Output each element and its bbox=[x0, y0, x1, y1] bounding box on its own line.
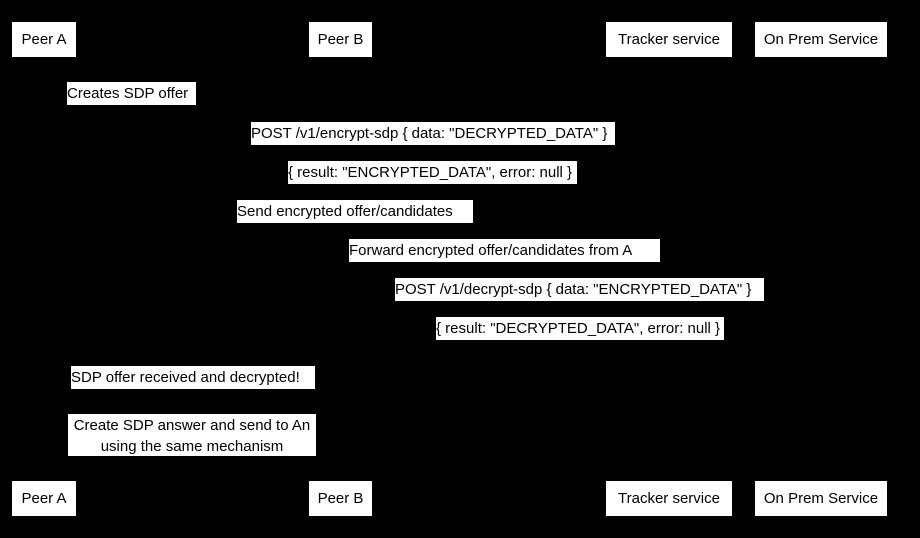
participant-label-on-prem-top: On Prem Service bbox=[763, 31, 879, 48]
participant-label-on-prem-bottom: On Prem Service bbox=[763, 490, 879, 507]
participant-label-peer-b-bottom: Peer B bbox=[317, 490, 364, 507]
participant-box-peer-b-top[interactable]: Peer B bbox=[308, 21, 373, 58]
message-label-sdp-offer-received: SDP offer received and decrypted! bbox=[71, 366, 315, 389]
lifeline-on-prem bbox=[821, 58, 822, 480]
participant-box-peer-a-bottom[interactable]: Peer A bbox=[11, 480, 77, 517]
lifeline-tracker bbox=[669, 58, 670, 480]
message-label-forward-encrypted-offer: Forward encrypted offer/candidates from … bbox=[349, 239, 660, 262]
participant-box-tracker-top[interactable]: Tracker service bbox=[605, 21, 733, 58]
message-label-post-encrypt-sdp: POST /v1/encrypt-sdp { data: "DECRYPTED_… bbox=[251, 122, 615, 145]
arrow-post-encrypt-sdp bbox=[44, 144, 821, 150]
arrow-decrypt-sdp-result bbox=[340, 339, 821, 345]
message-label-create-sdp-answer-line2: using the same mechanism bbox=[100, 438, 284, 455]
participant-box-tracker-bottom[interactable]: Tracker service bbox=[605, 480, 733, 517]
arrow-send-encrypted-offer bbox=[44, 222, 669, 228]
participant-box-peer-b-bottom[interactable]: Peer B bbox=[308, 480, 373, 517]
participant-box-on-prem-bottom[interactable]: On Prem Service bbox=[754, 480, 888, 517]
participant-label-peer-b-top: Peer B bbox=[317, 31, 364, 48]
message-label-create-sdp-answer: Create SDP answer and send to An using t… bbox=[68, 414, 316, 456]
arrow-post-decrypt-sdp bbox=[340, 300, 821, 306]
participant-label-tracker-bottom: Tracker service bbox=[618, 490, 720, 507]
lifeline-peer-b bbox=[340, 58, 341, 480]
participant-box-on-prem-top[interactable]: On Prem Service bbox=[754, 21, 888, 58]
participant-label-peer-a-top: Peer A bbox=[21, 31, 67, 48]
message-label-encrypt-sdp-result: { result: "ENCRYPTED_DATA", error: null … bbox=[288, 161, 577, 184]
participant-label-tracker-top: Tracker service bbox=[618, 31, 720, 48]
arrow-forward-encrypted-offer bbox=[340, 261, 669, 267]
message-label-create-sdp-answer-line1: Create SDP answer and send to An bbox=[73, 417, 311, 434]
participant-label-peer-a-bottom: Peer A bbox=[21, 490, 67, 507]
message-label-creates-sdp-offer: Creates SDP offer bbox=[67, 82, 196, 105]
lifeline-peer-a bbox=[44, 58, 45, 480]
message-label-post-decrypt-sdp: POST /v1/decrypt-sdp { data: "ENCRYPTED_… bbox=[395, 278, 764, 301]
message-label-send-encrypted-offer: Send encrypted offer/candidates bbox=[237, 200, 473, 223]
participant-box-peer-a-top[interactable]: Peer A bbox=[11, 21, 77, 58]
message-label-decrypt-sdp-result: { result: "DECRYPTED_DATA", error: null … bbox=[436, 317, 724, 340]
arrow-encrypt-sdp-result bbox=[44, 183, 821, 189]
